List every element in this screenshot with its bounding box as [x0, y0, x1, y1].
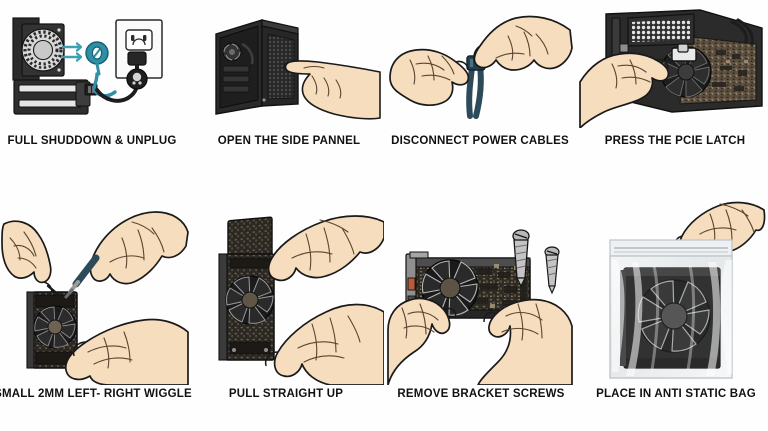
anti-static-bag	[609, 239, 733, 379]
pressing-hand	[579, 52, 670, 128]
lower-supporting-hand	[64, 318, 189, 385]
step-panel-4: PRESS THE PCIE LATCH	[576, 0, 768, 175]
step-caption: PLACE IN ANTI STATIC BAG	[596, 388, 756, 400]
screwdriver	[64, 254, 100, 299]
lower-hand	[264, 303, 384, 385]
teal-direction-arrows	[61, 42, 83, 62]
step-caption: OPEN THE SIDE PANNEL	[217, 135, 361, 147]
step-panel-2: OPEN THE SIDE PANNEL	[192, 0, 384, 175]
step-panel-6: PULL STRAIGHT UP	[192, 200, 384, 431]
power-supply-unit	[12, 17, 65, 81]
illustration-open-side-panel	[215, 19, 381, 120]
steps-row-bottom: SMALL 2MM LEFT- RIGHT WIGGLE	[0, 200, 768, 431]
graphics-card-vertical	[218, 216, 275, 361]
graphics-card	[26, 291, 78, 369]
right-hand	[477, 298, 573, 385]
pc-tower-case	[215, 19, 299, 115]
illustration-remove-bracket-screws	[387, 229, 573, 385]
upper-right-hand	[64, 211, 189, 299]
mesh-panel	[627, 13, 695, 47]
step-panel-7: REMOVE BRACKET SCREWS	[384, 200, 576, 431]
step-panel-1: FULL SHUDDOWN & UNPLUG	[0, 0, 192, 175]
left-hand	[387, 297, 457, 385]
illustration-disconnect-power-cables	[389, 15, 573, 119]
step-panel-5: SMALL 2MM LEFT- RIGHT WIGGLE	[0, 200, 192, 431]
step-caption: SMALL 2MM LEFT- RIGHT WIGGLE	[0, 388, 192, 400]
step-caption: DISCONNECT POWER CABLES	[391, 135, 569, 147]
internal-cables	[730, 18, 754, 46]
mesh-front-panel	[267, 33, 295, 100]
step-caption: FULL SHUDDOWN & UNPLUG	[7, 135, 177, 147]
step-caption: REMOVE BRACKET SCREWS	[397, 388, 565, 400]
step-panel-8: PLACE IN ANTI STATIC BAG	[576, 200, 768, 431]
bag-sheen	[612, 260, 732, 376]
illustration-wiggle-card	[1, 211, 189, 385]
steps-row-top: FULL SHUDDOWN & UNPLUG	[0, 0, 768, 175]
pcie-latch	[671, 43, 697, 62]
right-hand	[473, 15, 573, 71]
navy-power-cable	[466, 63, 484, 119]
screw-small	[544, 246, 560, 295]
internal-case-fan	[222, 42, 242, 62]
step-caption: PULL STRAIGHT UP	[228, 388, 344, 400]
screw-large	[512, 229, 530, 288]
psu-expansion-slots	[13, 79, 91, 115]
graphics-card-horizontal	[405, 251, 531, 329]
upper-left-hand	[1, 220, 62, 298]
outlet-plug	[126, 51, 148, 90]
gpu-fan	[33, 305, 77, 349]
gpu-fan	[225, 275, 275, 325]
upper-hand	[258, 215, 384, 282]
psu-fan-grille	[21, 28, 65, 72]
left-hand	[389, 48, 470, 106]
step-panel-3: DISCONNECT POWER CABLES	[384, 0, 576, 175]
illustration-pull-straight-up	[218, 215, 384, 385]
gpu-fan	[637, 279, 711, 353]
pointing-hand	[283, 60, 381, 120]
teal-cable-coil	[85, 41, 109, 76]
step-caption: PRESS THE PCIE LATCH	[604, 135, 746, 147]
illustration-psu-unplug	[12, 17, 163, 115]
illustration-anti-static-bag	[609, 201, 766, 379]
illustration-press-pcie-latch	[579, 9, 763, 128]
